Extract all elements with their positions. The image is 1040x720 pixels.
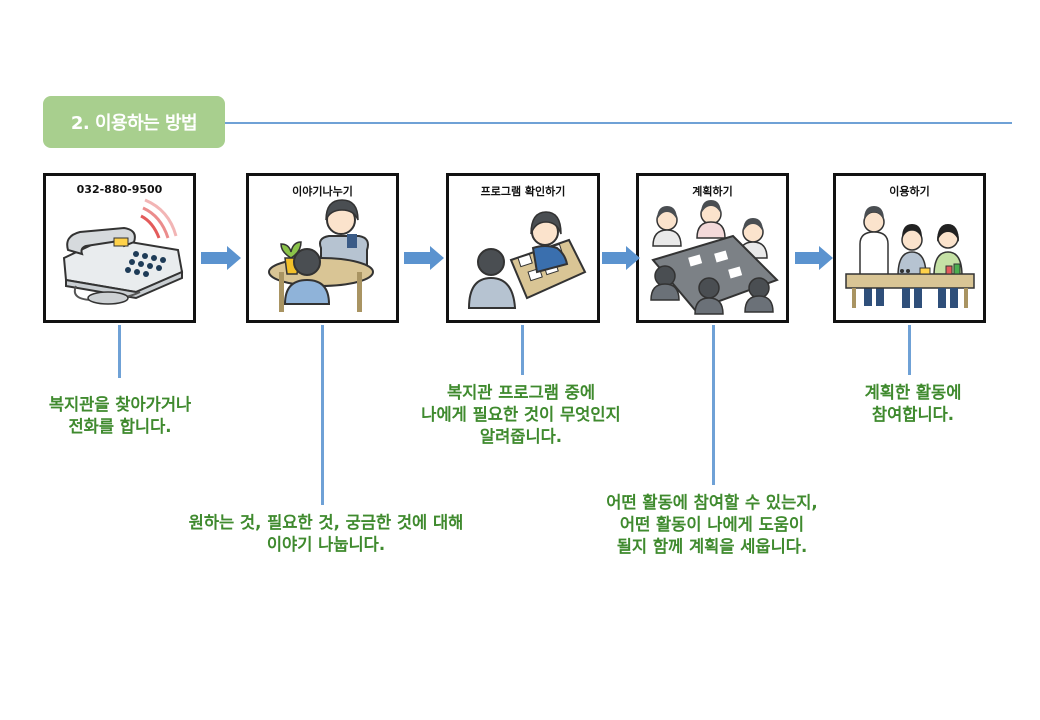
section-divider-line (225, 122, 1012, 124)
arrow-right-icon (795, 246, 833, 270)
step-caption-talk: 원하는 것, 필요한 것, 궁금한 것에 대해 이야기 나눕니다. (188, 513, 464, 554)
step-title-use: 이용하기 (889, 185, 930, 198)
connector-line-use (908, 325, 911, 375)
step-title-call: 032-880-9500 (76, 183, 163, 196)
connector-line-talk (321, 325, 324, 505)
connector-line-call (118, 325, 121, 378)
connector-line-program (521, 325, 524, 375)
step-panel-program: 프로그램 확인하기 (446, 173, 600, 323)
step-title-plan: 계획하기 (692, 185, 733, 198)
step-title-talk: 이야기나누기 (292, 185, 353, 198)
arrow-right-icon (404, 246, 444, 270)
step-title-program: 프로그램 확인하기 (480, 185, 566, 198)
connector-line-plan (712, 325, 715, 485)
telephone-icon (62, 198, 184, 305)
section-title: 2. 이용하는 방법 (70, 113, 198, 134)
activity-icon (845, 206, 975, 308)
step-panel-plan: 계획하기 (636, 173, 789, 323)
conversation-icon (268, 199, 374, 312)
step-caption-plan: 어떤 활동에 참여할 수 있는지, 어떤 활동이 나에게 도움이 될지 함께 계… (606, 493, 818, 556)
step-caption-use: 계획한 활동에 참여합니다. (864, 383, 962, 424)
step-panel-use: 이용하기 (833, 173, 986, 323)
step-panel-talk: 이야기나누기 (246, 173, 399, 323)
step-caption-program: 복지관 프로그램 중에 나에게 필요한 것이 무엇인지 알려줍니다. (421, 383, 621, 446)
arrow-right-icon (602, 246, 640, 270)
arrow-right-icon (201, 246, 241, 270)
planning-meeting-icon (650, 200, 779, 315)
step-panel-call: 032-880-9500 (43, 173, 196, 323)
section-title-badge: 2. 이용하는 방법 (43, 96, 225, 148)
step-caption-call: 복지관을 찾아가거나 전화를 합니다. (48, 395, 192, 436)
program-check-icon (467, 211, 587, 309)
